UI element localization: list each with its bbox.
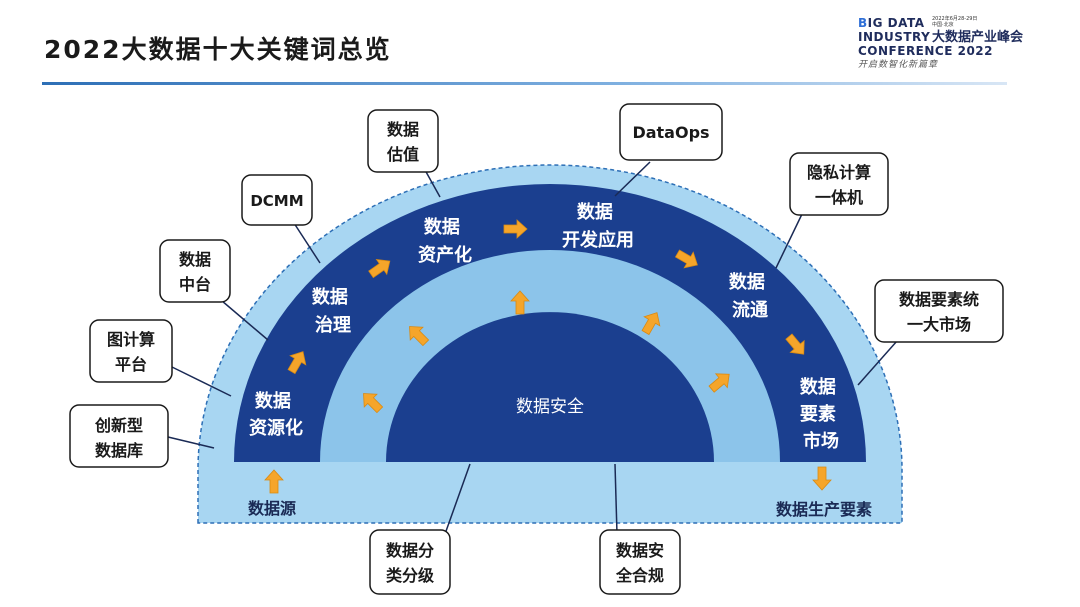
stage-circulation: 数据 流通	[729, 271, 771, 321]
arrow-s2-s3-icon	[368, 258, 391, 279]
svg-text:图计算平台: 图计算平台	[107, 330, 155, 374]
svg-text:数据估值: 数据估值	[386, 120, 419, 164]
svg-text:DataOps: DataOps	[632, 123, 709, 142]
svg-text:数据安全合规: 数据安全合规	[615, 541, 664, 585]
svg-text:数据分类分级: 数据分类分级	[386, 541, 435, 585]
arrow-s4-s5-icon	[674, 249, 698, 269]
arrow-s1-s2-icon	[287, 351, 307, 375]
core-semicircle	[386, 312, 714, 462]
arrow-inner-2-icon	[409, 326, 430, 347]
callout-classification: 数据分类分级	[369, 529, 451, 595]
stage-resource: 数据 资源化	[249, 390, 303, 439]
svg-text:DCMM: DCMM	[250, 192, 303, 210]
logo-chinese-title: 大数据产业峰会	[932, 30, 1024, 45]
arrow-output-down-icon	[812, 466, 832, 491]
callout-privacy-computing: 隐私计算一体机	[789, 152, 889, 216]
callout-data-middle-platform: 数据中台	[159, 239, 231, 303]
title-divider	[42, 82, 1007, 85]
flow-arrows	[264, 219, 832, 494]
source-label: 数据源	[248, 499, 296, 518]
arrow-inner-3-icon	[510, 290, 530, 315]
stage-assetization: 数据 资产化	[418, 216, 472, 266]
logo-date-place: 2022年6月28-29日中国·北京	[932, 16, 978, 28]
callout-valuation: 数据估值	[367, 109, 439, 173]
arrow-s3-s4-icon	[503, 219, 528, 239]
callout-dataops: DataOps	[619, 103, 723, 161]
callout-dcmm: DCMM	[241, 174, 313, 226]
callout-unified-market: 数据要素统一大市场	[874, 279, 1004, 343]
svg-text:创新型数据库: 创新型数据库	[94, 416, 143, 460]
logo-line-1: BIG DATA	[858, 16, 925, 30]
arrow-inner-1-icon	[363, 393, 384, 414]
stage-governance: 数据 治理	[312, 286, 354, 336]
svg-text:数据中台: 数据中台	[179, 250, 211, 294]
output-label: 数据生产要素	[776, 500, 872, 519]
arrow-s5-s6-icon	[785, 333, 805, 355]
logo-line-3: CONFERENCE 2022	[858, 44, 994, 58]
svg-text:隐私计算一体机: 隐私计算一体机	[807, 163, 871, 207]
stage-market: 数据 要素 市场	[800, 376, 842, 452]
callout-innovative-db: 创新型数据库	[69, 404, 169, 468]
conference-logo: BIG DATA INDUSTRY CONFERENCE 2022 2022年6…	[856, 14, 1046, 70]
arrow-inner-4-icon	[641, 312, 661, 336]
logo-line-2: INDUSTRY	[858, 30, 931, 44]
callout-graph-platform: 图计算平台	[89, 319, 173, 383]
svg-text:数据要素统一大市场: 数据要素统一大市场	[899, 290, 979, 334]
stage-development: 数据 开发应用	[562, 201, 634, 251]
page-title: 2022大数据十大关键词总览	[44, 35, 392, 64]
logo-slogan: 开启数智化新篇章	[858, 60, 939, 70]
arrow-source-up-icon	[264, 469, 284, 494]
callout-security-compliance: 数据安全合规	[599, 529, 681, 595]
core-label: 数据安全	[516, 397, 584, 417]
callout-pointers	[167, 161, 906, 535]
arrow-inner-5-icon	[708, 373, 730, 393]
